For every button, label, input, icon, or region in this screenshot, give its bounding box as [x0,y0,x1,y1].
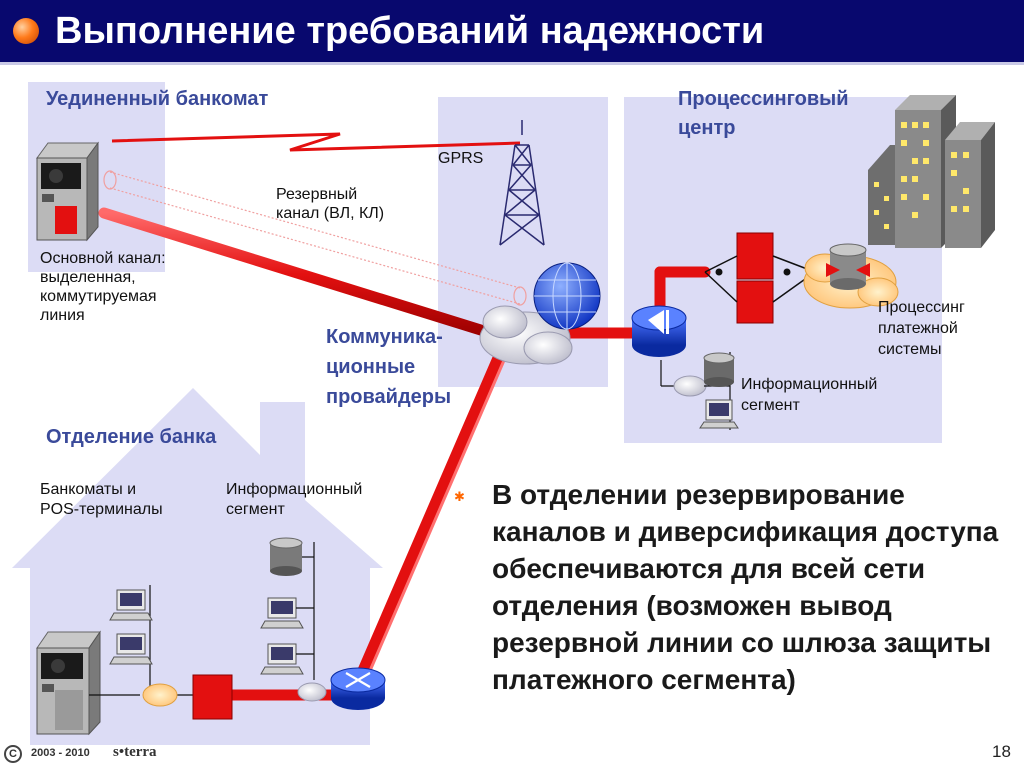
gprs-tower-icon [499,120,545,246]
copyright-icon: C [4,745,22,763]
footer-years: 2003 - 2010 [31,747,90,759]
remote-atm-label: Уединенный банкомат [46,88,269,110]
globe-icon [533,262,601,330]
branch-computers-icon [109,589,153,665]
main-channel-label-line3: коммутируемая [40,288,157,305]
bullet-icon: ✱ [454,489,465,504]
center-info-segment-label-line1: Информационный [741,376,878,393]
gprs-label: GPRS [438,150,484,167]
branch-atms-label-line1: Банкоматы и [40,481,137,498]
title-divider [0,62,1024,65]
main-channel-label-line1: Основной канал: [40,250,166,267]
title-bar [0,0,1024,62]
remote-atm-icon [36,141,99,242]
reserve-channel-pipe [103,170,527,306]
branch-atms-label-line2: POS-терминалы [40,501,163,518]
center-info-segment-icon [660,352,739,430]
security-gateway-icon [631,305,687,357]
branch-firewall-icon [192,674,233,720]
main-channel-label-line2: выделенная, [40,269,136,286]
title-bullet-icon [13,18,39,44]
providers-label-line2: ционные [326,356,416,378]
branch-info-segment-label-line2: сегмент [226,501,285,518]
brand-logo: s•terra [113,744,157,760]
reserve-channel-label-line1: Резервный [276,186,358,203]
processing-system-label-line3: системы [878,341,942,358]
branch-atm-icon [36,630,101,736]
provider-cloud-icon [479,305,573,365]
reserve-channel-label-line2: канал (ВЛ, КЛ) [276,205,385,222]
providers-label-line1: Коммуника- [326,326,443,348]
wireless-link [111,132,521,152]
branch-router-icon [330,667,386,710]
body-text: В отделении резервирование каналов и див… [492,479,999,695]
branch-info-segment-label-line1: Информационный [226,481,363,498]
main-channel-pipes [98,207,711,701]
processing-center-label-line1: Процессинговый [678,88,849,110]
processing-system-label-line2: платежной [878,320,958,337]
processing-center-label-line2: центр [678,117,736,139]
branch-cloud-icon [142,683,178,707]
page-number: 18 [992,742,1011,761]
center-info-segment-label-line2: сегмент [741,397,800,414]
processing-system-icon [803,243,899,309]
processing-system-label-line1: Процессинг [878,299,965,316]
building-windows [874,122,969,229]
branch-info-segment-icon [260,537,327,702]
branch-label: Отделение банка [46,426,217,448]
main-channel-label-line4: линия [40,307,85,324]
providers-label-line3: провайдеры [326,386,452,408]
slide-title: Выполнение требований надежности [55,10,765,52]
